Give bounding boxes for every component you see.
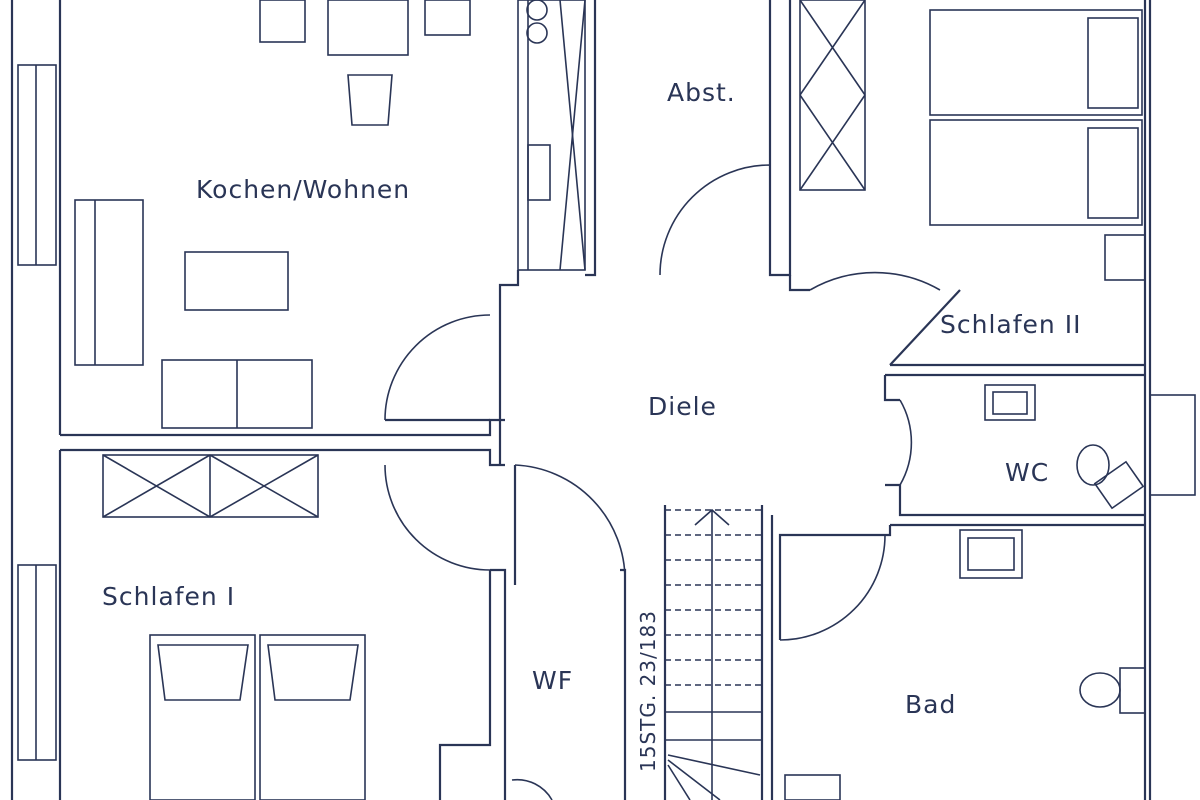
living-furniture — [74, 0, 471, 429]
room-label-schlafen-1: Schlafen I — [102, 582, 236, 611]
outer-wall-left — [10, 0, 57, 800]
schlafen-2-walls — [788, 0, 1196, 800]
room-label-wf: WF — [532, 666, 574, 695]
schlafen-1-furniture — [102, 454, 366, 800]
staircase — [663, 505, 774, 800]
room-label-schlafen-2: Schlafen II — [940, 310, 1082, 339]
kitchen-counter — [498, 0, 586, 465]
bad-walls — [778, 525, 1146, 800]
room-label-kochen-wohnen: Kochen/Wohnen — [196, 175, 411, 204]
wc-walls — [883, 373, 1145, 527]
stair-annotation: 15STG. 23/183 — [636, 610, 660, 772]
abstellraum-walls — [585, 0, 866, 277]
room-label-diele: Diele — [648, 392, 717, 421]
room-label-abst: Abst. — [667, 78, 736, 107]
wf-walls — [511, 464, 627, 800]
wall-kochen-wohnen — [58, 0, 505, 800]
room-label-wc: WC — [1005, 458, 1050, 487]
room-label-bad: Bad — [905, 690, 957, 719]
diele-doors — [384, 314, 507, 800]
